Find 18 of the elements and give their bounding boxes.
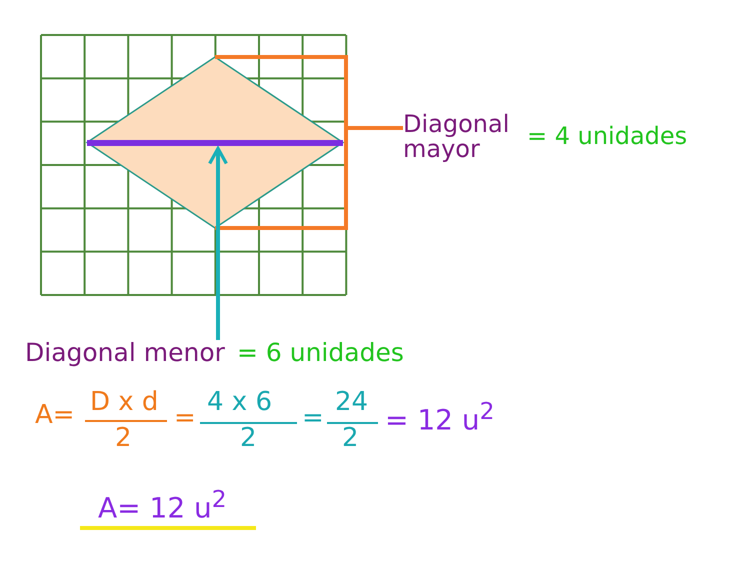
formula-text: A=: [35, 402, 75, 428]
formula-text: 2: [240, 425, 257, 451]
formula-text: 2: [115, 425, 132, 451]
formula-text: =: [174, 405, 196, 431]
label-text: Diagonal mayor: [403, 112, 510, 162]
label-text: Diagonal menor: [25, 340, 225, 366]
measure-text: = 4 unidades: [527, 124, 688, 148]
formula-text: =: [302, 405, 324, 431]
formula-text: 2: [342, 425, 359, 451]
arrow: [208, 146, 228, 340]
formula-text: 4 x 6: [207, 389, 272, 415]
formula-text: = 12 u$^{2}$: [385, 400, 494, 434]
formula-text: D x d: [90, 389, 158, 415]
formula-text: A= 12 u$^{2}$: [98, 488, 227, 522]
rhombus: [87, 57, 343, 228]
formula-text: 24: [335, 389, 368, 415]
leader-line: [213, 55, 405, 230]
measure-text: = 6 unidades: [237, 340, 404, 365]
